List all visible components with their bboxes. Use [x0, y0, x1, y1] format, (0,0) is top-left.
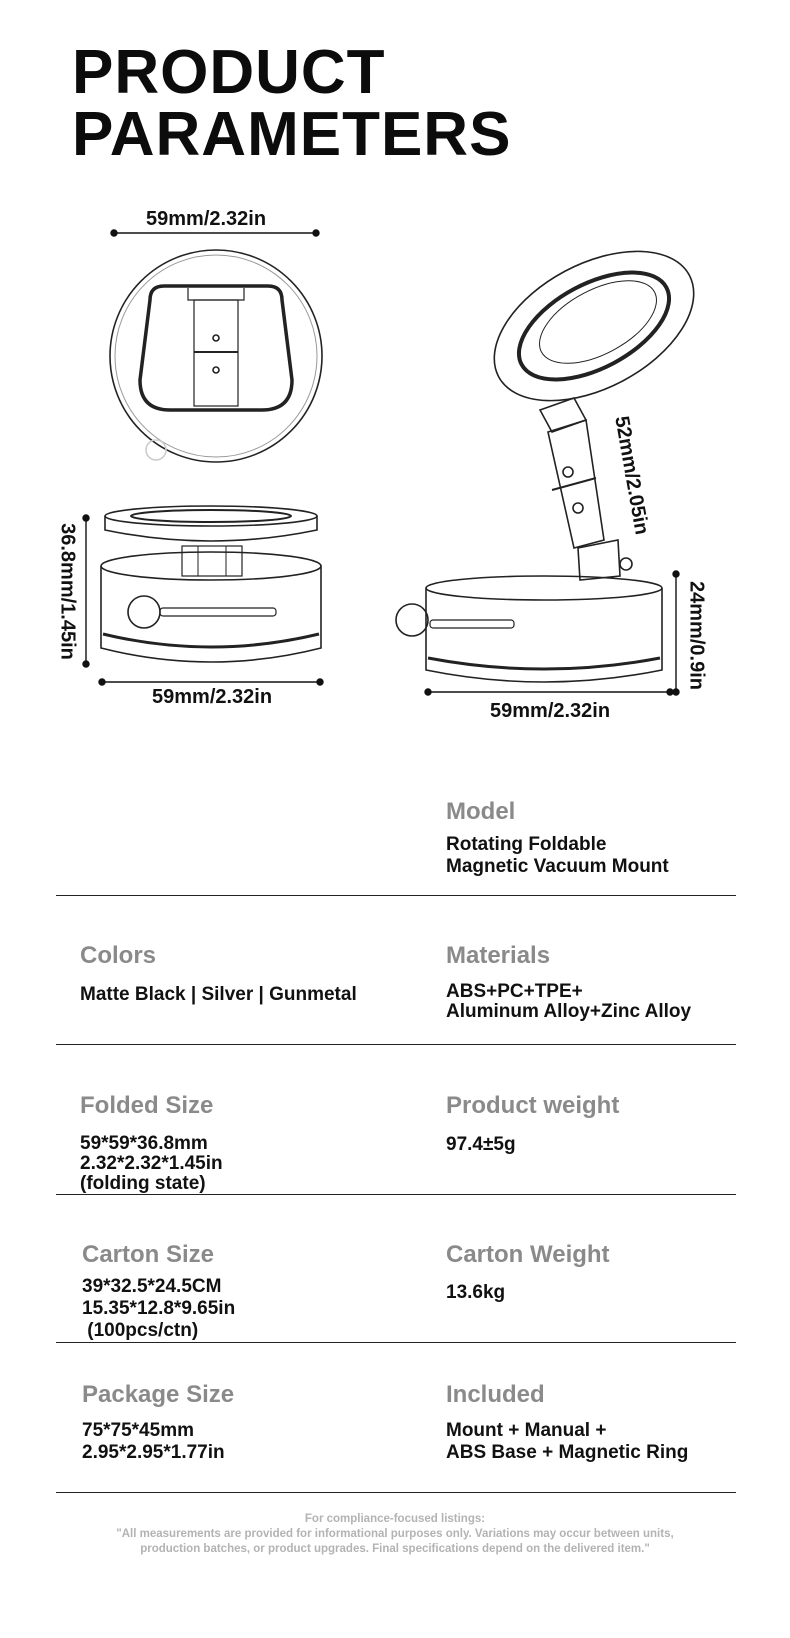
- open-side-view-illustration: [395, 250, 695, 683]
- folded-size-line-1: 59*59*36.8mm: [80, 1133, 208, 1154]
- model-line-2: Magnetic Vacuum Mount: [446, 856, 669, 877]
- divider: [56, 895, 736, 896]
- divider: [56, 1342, 736, 1343]
- model-line-1: Rotating Foldable: [446, 834, 607, 855]
- footnote-line-1: For compliance-focused listings:: [304, 1513, 486, 1525]
- folded-size-value: 59*59*36.8mm 2.32*2.32*1.45in (folding s…: [80, 1134, 223, 1194]
- divider: [56, 1492, 736, 1493]
- divider: [56, 1044, 736, 1045]
- model-value: Rotating Foldable Magnetic Vacuum Mount: [446, 834, 669, 878]
- carton-size-value: 39*32.5*24.5CM 15.35*12.8*9.65in (100pcs…: [82, 1276, 235, 1342]
- model-label: Model: [446, 798, 516, 825]
- colors-value: Matte Black | Silver | Gunmetal: [80, 984, 357, 1006]
- dimension-base-height: 24mm/0.9in: [685, 581, 708, 690]
- carton-size-line-3: (100pcs/ctn): [82, 1320, 199, 1341]
- page-title: PRODUCT PARAMETERS: [72, 42, 511, 166]
- footnote-line-3: production batches, or product upgrades.…: [140, 1543, 650, 1555]
- included-label: Included: [446, 1381, 545, 1408]
- folded-size-line-2: 2.32*2.32*1.45in: [80, 1153, 223, 1174]
- materials-line-1: ABS+PC+TPE+: [446, 981, 583, 1002]
- dimension-open-width: 59mm/2.32in: [490, 700, 611, 722]
- materials-value: ABS+PC+TPE+ Aluminum Alloy+Zinc Alloy: [446, 982, 691, 1022]
- carton-weight-label: Carton Weight: [446, 1241, 610, 1268]
- package-size-value: 75*75*45mm 2.95*2.95*1.77in: [82, 1420, 225, 1464]
- folded-size-label: Folded Size: [80, 1092, 214, 1119]
- dimension-top-width: 59mm/2.32in: [146, 208, 267, 230]
- product-dimension-diagram: [82, 229, 695, 696]
- carton-weight-value: 13.6kg: [446, 1282, 505, 1304]
- divider: [56, 1194, 736, 1195]
- materials-line-2: Aluminum Alloy+Zinc Alloy: [446, 1001, 692, 1022]
- product-weight-label: Product weight: [446, 1092, 620, 1119]
- carton-size-line-1: 39*32.5*24.5CM: [82, 1276, 222, 1297]
- colors-line-1: Matte Black | Silver | Gunmetal: [80, 984, 357, 1005]
- product-weight-value: 97.4±5g: [446, 1134, 516, 1156]
- product-weight-line-1: 97.4±5g: [446, 1134, 516, 1155]
- included-line-1: Mount + Manual +: [446, 1420, 607, 1441]
- carton-weight-line-1: 13.6kg: [446, 1282, 506, 1303]
- included-line-2: ABS Base + Magnetic Ring: [446, 1442, 689, 1463]
- top-view-illustration: [109, 249, 323, 463]
- package-size-line-2: 2.95*2.95*1.77in: [82, 1442, 225, 1463]
- included-value: Mount + Manual + ABS Base + Magnetic Rin…: [446, 1420, 688, 1464]
- folded-side-view-illustration: [100, 505, 322, 663]
- folded-size-line-3: (folding state): [80, 1173, 206, 1194]
- carton-size-label: Carton Size: [82, 1241, 215, 1268]
- title-line-1: PRODUCT: [72, 38, 386, 107]
- dimension-folded-width: 59mm/2.32in: [152, 686, 273, 708]
- title-line-2: PARAMETERS: [72, 100, 512, 169]
- colors-label: Colors: [80, 942, 157, 969]
- dimension-folded-height: 36.8mm/1.45in: [56, 523, 79, 660]
- package-size-label: Package Size: [82, 1381, 235, 1408]
- dimension-lines: [82, 229, 680, 696]
- carton-size-line-2: 15.35*12.8*9.65in: [82, 1298, 236, 1319]
- footnote-line-2: "All measurements are provided for infor…: [116, 1528, 674, 1540]
- package-size-line-1: 75*75*45mm: [82, 1420, 194, 1441]
- compliance-footnote: For compliance-focused listings: "All me…: [0, 1512, 790, 1557]
- materials-label: Materials: [446, 942, 551, 969]
